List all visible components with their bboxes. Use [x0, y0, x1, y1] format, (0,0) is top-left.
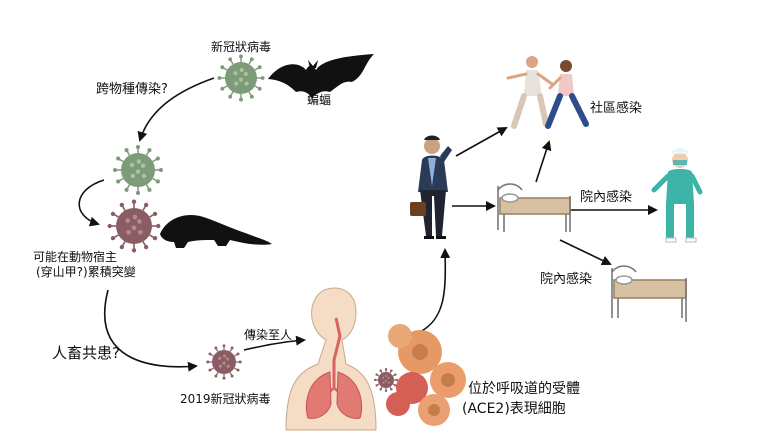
arrow-bat-to-intermediate — [137, 77, 215, 142]
virus-icon-top — [217, 54, 265, 102]
label-animal-host-line2: (穿山甲?)累積突變 — [36, 265, 136, 279]
label-transmit-to-human: 傳染至人 — [244, 328, 293, 342]
virus-icon-middle — [113, 145, 163, 195]
cells-icon — [386, 324, 466, 426]
label-hospital-infection-2: 院內感染 — [540, 272, 593, 287]
label-hospital-infection-1: 院內感染 — [580, 190, 633, 205]
pangolin-silhouette — [160, 214, 272, 248]
arrow-to-human — [243, 335, 306, 351]
arrow-cells-to-person — [419, 248, 451, 333]
bat-silhouette — [268, 54, 374, 98]
label-zoonosis: 人畜共患? — [52, 344, 120, 362]
arrow-bed-to-community — [535, 140, 552, 183]
hospital-bed-icon-1 — [497, 183, 571, 232]
arrow-bed-to-second-bed — [559, 239, 612, 266]
arrows — [78, 77, 658, 372]
hospital-bed-icon-2 — [611, 265, 687, 322]
label-animal-host-line1: 可能在動物宿主 — [33, 250, 118, 264]
arrow-intermediate-to-pangolin-host — [78, 179, 105, 227]
virus-icon-mutated — [107, 199, 161, 253]
label-bat: 蝙蝠 — [307, 93, 332, 107]
label-community-infection: 社區感染 — [590, 101, 643, 116]
label-2019-virus: 2019新冠狀病毒 — [180, 392, 271, 406]
arrow-person-to-community — [455, 127, 508, 157]
nurse-icon — [651, 148, 703, 243]
arrow-host-to-2019-virus — [103, 289, 198, 372]
label-new-coronavirus: 新冠狀病毒 — [211, 40, 272, 54]
walking-couple-icon — [506, 56, 589, 129]
virus-icon-2019 — [206, 344, 242, 380]
label-receptor-line2: (ACE2)表現細胞 — [462, 401, 566, 417]
virus-icon-cell — [374, 368, 398, 392]
label-cross-species: 跨物種傳染? — [96, 82, 168, 97]
label-receptor-line1: 位於呼吸道的受體 — [468, 381, 580, 397]
businessman-icon — [410, 135, 452, 239]
human-torso-icon — [285, 287, 377, 431]
